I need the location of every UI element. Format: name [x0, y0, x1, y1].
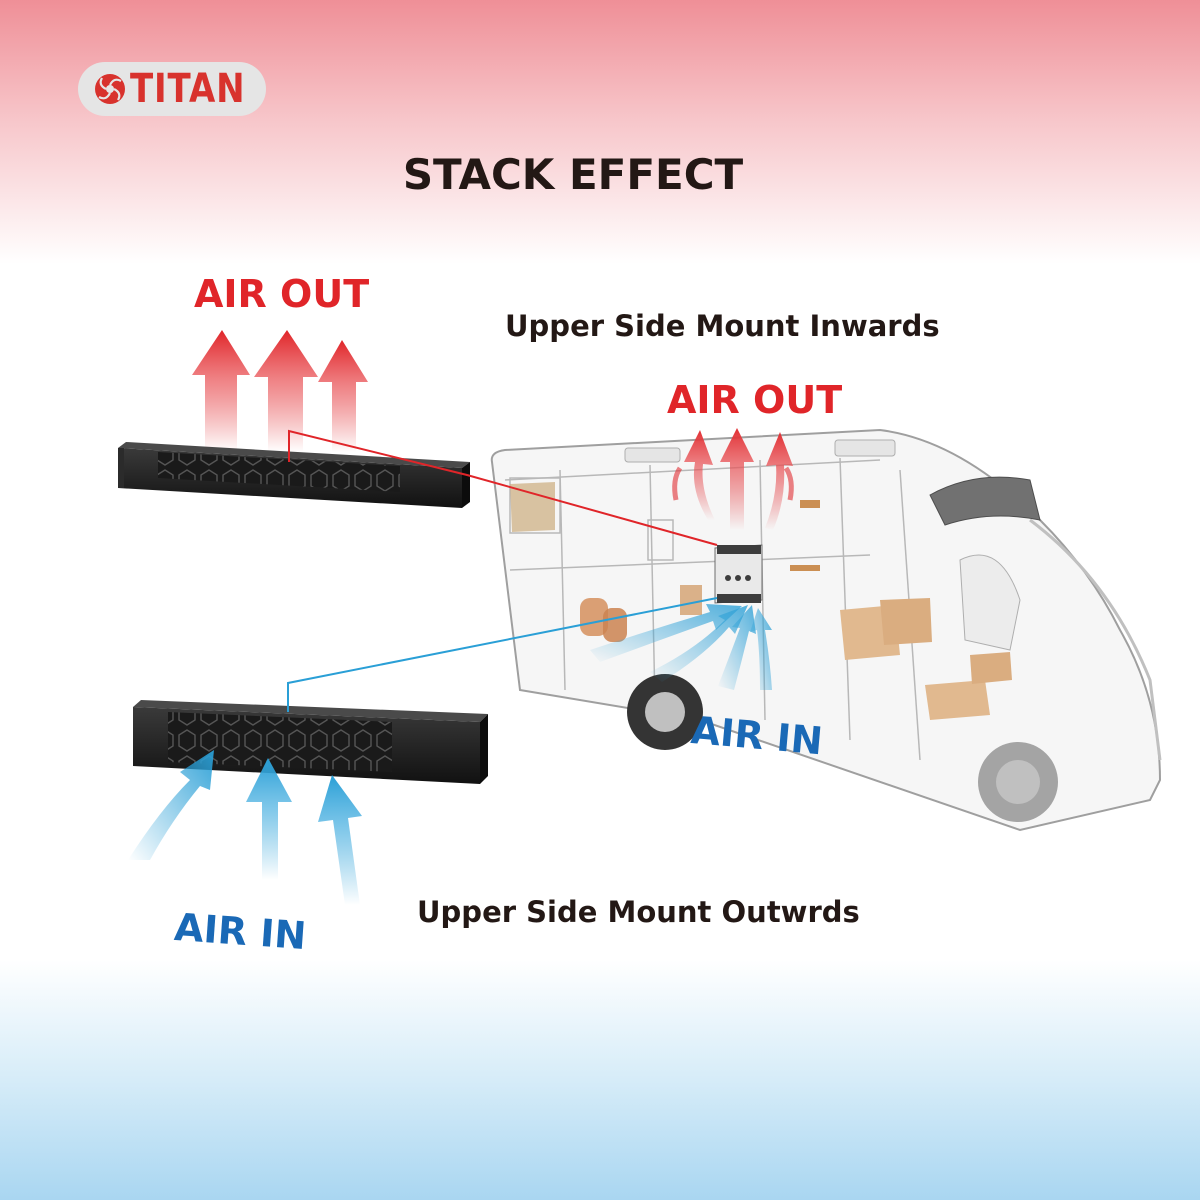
page-title: STACK EFFECT [402, 150, 744, 199]
wall-vent-module [714, 544, 763, 604]
bottom-mount-label: Upper Side Mount Outwrds [417, 895, 860, 929]
top-air-out-label: AIR OUT [194, 272, 370, 316]
camper-air-out-arrows [672, 428, 794, 530]
bottom-connector-line [287, 597, 718, 712]
top-vent-unit [118, 330, 470, 508]
air-in-arrows [128, 750, 362, 905]
camper-air-in-arrows [590, 604, 772, 690]
bottom-air-in-label: AIR IN [172, 905, 308, 959]
camper-van [490, 428, 1162, 832]
air-out-arrows [192, 330, 368, 452]
camper-air-out-label: AIR OUT [667, 378, 843, 422]
bottom-vent-unit [128, 700, 488, 905]
titan-logo: TITAN [78, 62, 266, 116]
top-mount-label: Upper Side Mount Inwards [505, 309, 940, 343]
top-connector-line [288, 429, 718, 546]
logo-wordmark: TITAN [130, 66, 246, 112]
titan-fan-icon [95, 74, 125, 104]
